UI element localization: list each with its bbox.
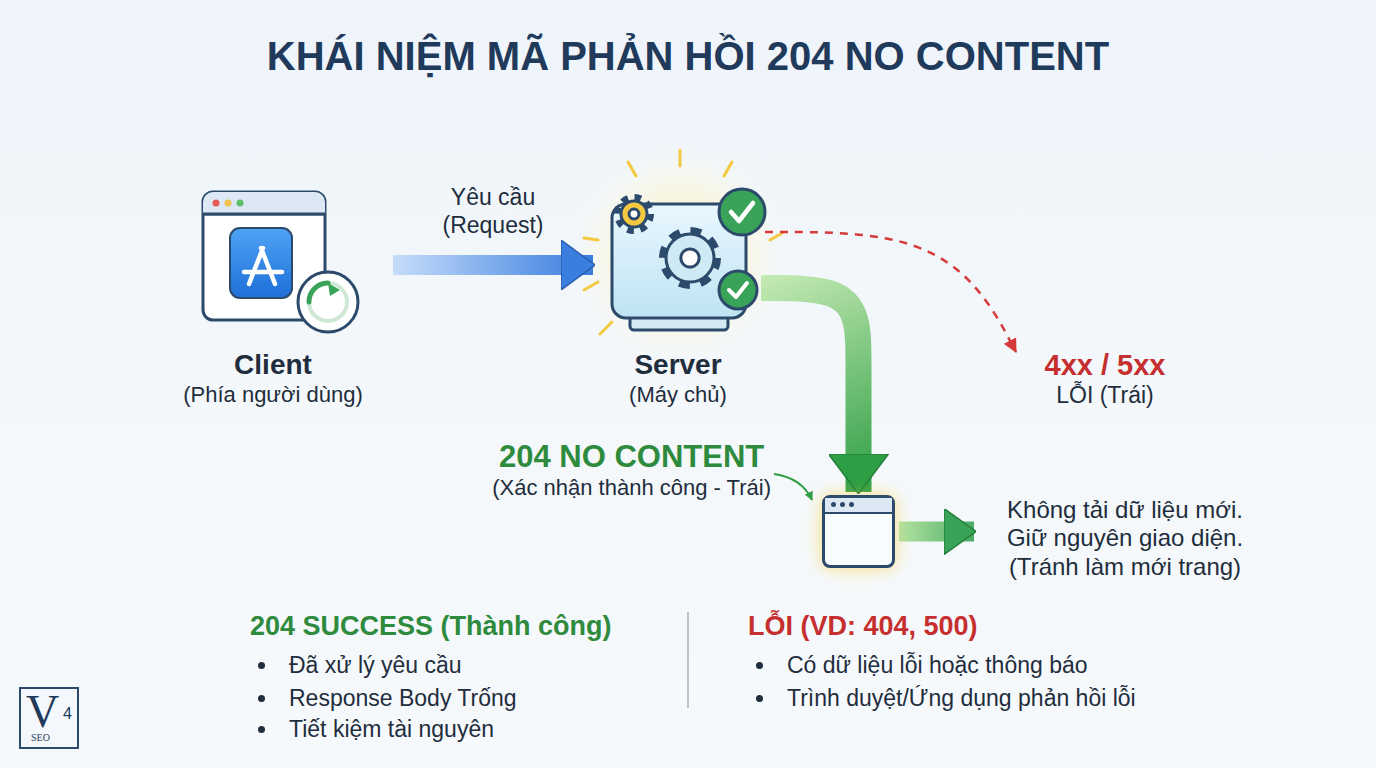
- result-arrow: [899, 522, 974, 542]
- node-heading: Client: [234, 348, 312, 382]
- node-heading: 4xx / 5xx: [1045, 348, 1166, 383]
- error-node: 4xx / 5xxLỖI (Trái): [1020, 332, 1190, 410]
- gear-hub: [629, 209, 639, 219]
- gear-hub: [681, 249, 699, 267]
- bullet-item: Response Body Trống: [258, 685, 517, 713]
- success-arrow: [761, 288, 859, 492]
- logo-letter: V: [26, 684, 59, 739]
- node-text: (Phía người dùng): [183, 382, 363, 408]
- logo-number: 4: [63, 704, 72, 723]
- server-icon: [570, 145, 790, 365]
- leader-arrow: [774, 474, 812, 500]
- node-text: (Máy chủ): [629, 382, 727, 408]
- bullet-item: Trình duyệt/Ứng dụng phản hồi lỗi: [756, 685, 1136, 713]
- node-heading: Server: [634, 348, 721, 382]
- node-text: LỖI (Trái): [1056, 382, 1154, 410]
- column-heading: LỖI (VD: 404, 500): [748, 610, 978, 642]
- gear-teeth: [618, 198, 650, 230]
- bullet-item: Có dữ liệu lỗi hoặc thông báo: [756, 652, 1088, 680]
- bullet-item: Tiết kiệm tài nguyên: [258, 716, 494, 744]
- window-heading: 204 NO CONTENT(Xác nhận thành công - Trá…: [492, 438, 771, 502]
- gear-teeth: [663, 231, 717, 285]
- node-text: (Xác nhận thành công - Trái): [492, 475, 771, 501]
- outcome-node: Không tải dữ liệu mới.Giữ nguyên giao di…: [980, 482, 1270, 582]
- node-heading: Không tải dữ liệu mới.: [1007, 496, 1243, 525]
- node-heading: 204 NO CONTENT: [499, 438, 764, 475]
- column-divider: [687, 612, 689, 708]
- server-node: Server(Máy chủ): [595, 180, 761, 408]
- window-dot: [831, 502, 836, 507]
- node-text: Giữ nguyên giao diện.: [1007, 524, 1243, 553]
- title: KHÁI NIỆM MÃ PHẢN HỒI 204 NO CONTENT: [0, 34, 1376, 79]
- column-heading: 204 SUCCESS (Thành công): [250, 610, 612, 642]
- gear: [621, 201, 647, 227]
- edge-label: Yêu cầu (Request): [413, 183, 573, 241]
- window-bar: [825, 498, 892, 514]
- node-text: (Tránh làm mới trang): [1009, 553, 1241, 582]
- client-icon: [203, 192, 358, 332]
- gear: [666, 234, 714, 282]
- window-dot: [849, 502, 854, 507]
- client-node: Client(Phía người dùng): [155, 180, 391, 408]
- bullet-item: Đã xử lý yêu cầu: [258, 652, 462, 680]
- request-arrow: [393, 255, 593, 275]
- result-window: 204 NO CONTENT(Xác nhận thành công - Trá…: [822, 495, 895, 568]
- window-dot: [840, 502, 845, 507]
- logo-text: SEO: [31, 732, 50, 744]
